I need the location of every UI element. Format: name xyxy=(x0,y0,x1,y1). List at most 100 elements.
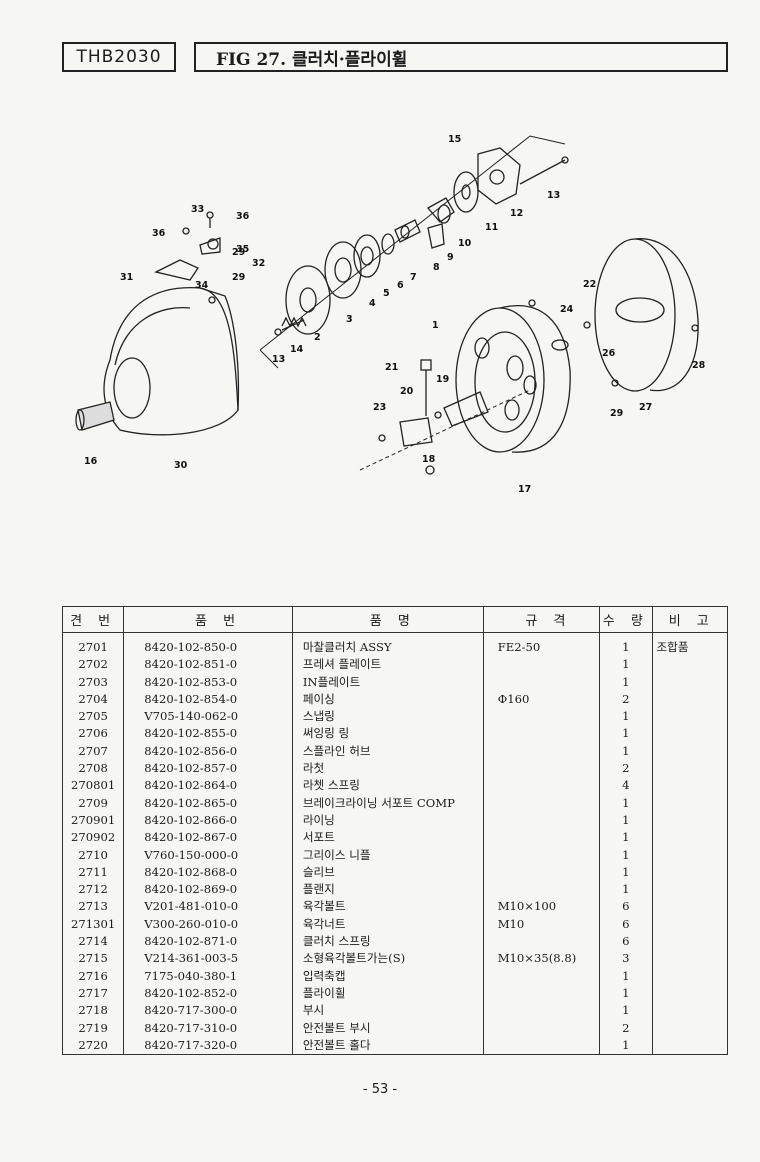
part-spec xyxy=(482,811,601,830)
part-remark xyxy=(651,742,728,761)
part-number: V214-361-003-5 xyxy=(123,950,293,968)
part-quantity: 3 xyxy=(599,950,653,968)
part-ref-number: 2705 xyxy=(61,708,125,726)
part-name: 소형육각볼트가는(S) xyxy=(291,950,484,968)
part-spec xyxy=(482,829,601,847)
part-name: 서포트 xyxy=(291,829,484,847)
part-spec xyxy=(482,708,601,726)
part-spec xyxy=(482,794,601,812)
part-quantity: 6 xyxy=(599,915,653,934)
part-ref-number: 2714 xyxy=(61,933,125,951)
part-spec xyxy=(482,1036,601,1056)
snap-ring-part xyxy=(381,233,395,255)
part-number: 8420-102-856-0 xyxy=(123,742,293,761)
part-ref-number: 2715 xyxy=(61,950,125,968)
part-remark xyxy=(651,811,728,830)
part-remark xyxy=(651,898,728,916)
part-spec xyxy=(482,933,601,951)
callout-13-top: 13 xyxy=(547,190,560,201)
part-ref-number: 2716 xyxy=(61,967,125,985)
part-ref-number: 270801 xyxy=(61,777,125,795)
part-number: 8420-102-854-0 xyxy=(123,690,293,709)
callout-12: 12 xyxy=(510,208,523,219)
part-number: 8420-102-852-0 xyxy=(123,984,293,1003)
part-number: 8420-102-850-0 xyxy=(123,632,293,657)
part-spec xyxy=(482,725,601,743)
part-ref-number: 2707 xyxy=(61,742,125,761)
flange-part xyxy=(477,147,521,205)
col-header-no: 견 번 xyxy=(61,606,125,633)
part-name: 입력축캡 xyxy=(291,967,484,985)
part-ref-number: 270902 xyxy=(61,829,125,847)
part-number: 8420-102-871-0 xyxy=(123,933,293,951)
part-spec: M10×35(8.8) xyxy=(482,950,601,968)
callout-27: 27 xyxy=(639,402,652,413)
part-number: 8420-102-865-0 xyxy=(123,794,293,812)
callout-30: 30 xyxy=(174,460,188,471)
brake-lining-part xyxy=(426,197,455,224)
part-remark xyxy=(651,967,728,985)
part-remark xyxy=(651,760,728,778)
callout-5: 5 xyxy=(383,288,390,299)
part-name: 슬리브 xyxy=(291,863,484,882)
callout-29-top: 29 xyxy=(232,247,245,258)
part-name: 클러치 스프링 xyxy=(291,933,484,951)
part-name: IN플레이트 xyxy=(291,673,484,691)
col-header-part-no: 품 번 xyxy=(123,606,293,633)
part-spec xyxy=(482,1002,601,1020)
callout-2: 2 xyxy=(314,332,321,343)
part-quantity: 4 xyxy=(599,777,653,795)
part-number: 8420-102-869-0 xyxy=(123,881,293,899)
part-ref-number: 2706 xyxy=(61,725,125,743)
callout-19: 19 xyxy=(436,374,449,385)
col-header-remark: 비 고 xyxy=(651,606,728,633)
callout-24: 24 xyxy=(560,304,574,315)
callout-20: 20 xyxy=(400,386,414,397)
callout-14: 14 xyxy=(290,344,304,355)
part-number: 8420-717-300-0 xyxy=(123,1002,293,1020)
model-label: THB2030 xyxy=(62,42,176,72)
part-ref-number: 2703 xyxy=(61,673,125,691)
callout-6: 6 xyxy=(397,280,404,291)
part-ref-number: 2704 xyxy=(61,690,125,709)
part-spec xyxy=(482,1019,601,1037)
callout-36-left: 36 xyxy=(152,228,166,239)
part-remark xyxy=(651,725,728,743)
part-ref-number: 2709 xyxy=(61,794,125,812)
part-remark xyxy=(651,950,728,968)
sleeve-part xyxy=(453,171,479,213)
part-quantity: 1 xyxy=(599,881,653,899)
part-quantity: 2 xyxy=(599,690,653,709)
callout-32: 32 xyxy=(252,258,265,269)
part-number: 8420-102-853-0 xyxy=(123,673,293,691)
callout-4: 4 xyxy=(369,298,376,309)
part-number: 8420-102-866-0 xyxy=(123,811,293,830)
part-number: 8420-102-857-0 xyxy=(123,760,293,778)
part-remark xyxy=(651,1019,728,1037)
clutch-housing-part xyxy=(103,286,240,436)
part-number: V705-140-062-0 xyxy=(123,708,293,726)
part-number: V760-150-000-0 xyxy=(123,846,293,864)
callout-18: 18 xyxy=(422,454,436,465)
callout-29-left: 29 xyxy=(232,272,245,283)
part-name: 라이닝 xyxy=(291,811,484,830)
part-number: 8420-102-855-0 xyxy=(123,725,293,743)
safety-bolt-holder-part xyxy=(378,359,489,475)
part-remark xyxy=(651,673,728,691)
part-ref-number: 2717 xyxy=(61,984,125,1003)
part-quantity: 6 xyxy=(599,898,653,916)
part-quantity: 1 xyxy=(599,632,653,657)
part-number: 8420-102-868-0 xyxy=(123,863,293,882)
part-number: 8420-102-867-0 xyxy=(123,829,293,847)
part-remark xyxy=(651,881,728,899)
